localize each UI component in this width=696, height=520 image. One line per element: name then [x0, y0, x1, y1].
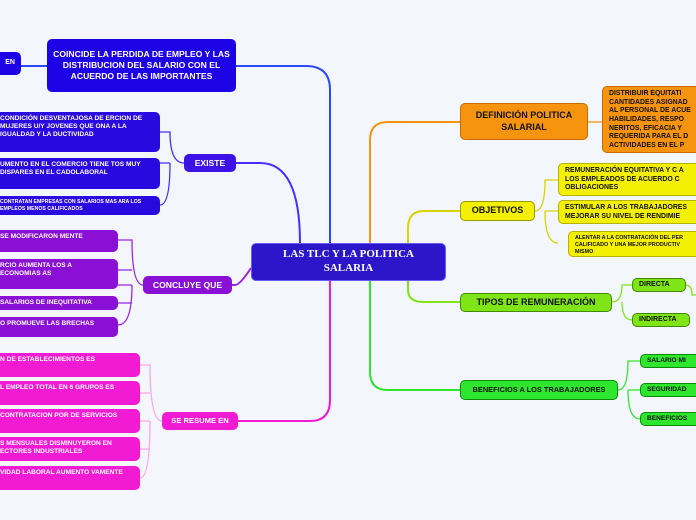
link-beneficios-items	[617, 360, 641, 420]
concluye-item-4[interactable]: O PROMUEVE LAS BRECHAS	[0, 317, 118, 337]
resume-item-1[interactable]: N DE ESTABLECIMIENTOS ES	[0, 353, 140, 377]
concluye-node[interactable]: CONCLUYE QUE	[143, 276, 232, 294]
link-tipos-items	[611, 284, 696, 321]
link-resume-items	[139, 364, 163, 479]
link-center-beneficios	[369, 281, 460, 391]
tipos-node[interactable]: TIPOS DE REMUNERACIÓN	[460, 293, 612, 312]
beneficios-node[interactable]: BENEFICIOS A LOS TRABAJADORES	[460, 380, 618, 400]
link-concluye-items	[117, 239, 144, 326]
concluye-item-1[interactable]: SE MODIFICARON MENTE	[0, 230, 118, 252]
link-center-existe	[236, 162, 301, 244]
beneficio-item-3[interactable]: BENEFICIOS	[640, 412, 696, 426]
link-center-resume	[238, 281, 331, 422]
existe-node[interactable]: EXISTE	[184, 154, 236, 172]
central-topic[interactable]: LAS TLC Y LA POLITICA SALARIA	[251, 243, 446, 281]
definicion-node[interactable]: DEFINICIÓN POLITICA SALARIAL	[460, 103, 588, 140]
resume-item-3[interactable]: CONTRATACION POR DE SERVICIOS	[0, 409, 140, 433]
objetivo-item-3[interactable]: ALENTAR A LA CONTRATACIÓN DEL PER CALIFI…	[568, 231, 696, 257]
existe-item-2[interactable]: UMENTO EN EL COMERCIO TIENE TOS MUY DISP…	[0, 158, 160, 189]
existe-item-1[interactable]: CONDICIÓN DESVENTAJOSA DE ERCION DE MUJE…	[0, 112, 160, 152]
link-existe-items	[159, 131, 185, 206]
beneficio-item-1[interactable]: SALARIO MI	[640, 354, 696, 368]
resume-node[interactable]: SE RESUME EN	[162, 412, 238, 430]
concluye-item-3[interactable]: SALARIOS DE INEQUITATIVA	[0, 296, 118, 310]
tipo-indirecta[interactable]: INDIRECTA	[632, 313, 690, 327]
top-left-main-node[interactable]: COINCIDE LA PERDIDA DE EMPLEO Y LAS DIST…	[47, 39, 236, 92]
beneficio-item-2[interactable]: SEGURIDAD	[640, 383, 696, 397]
existe-item-3[interactable]: CONTRATAN EMPRESAS CON SALARIOS MAS ARA …	[0, 196, 160, 215]
objetivo-item-2[interactable]: ESTIMULAR A LOS TRABAJADORES MEJORAR SU …	[558, 200, 696, 224]
objetivos-node[interactable]: OBJETIVOS	[460, 201, 535, 221]
resume-item-4[interactable]: S MENSUALES DISMINUYERON EN ECTORES INDU…	[0, 437, 140, 461]
link-center-definicion	[369, 121, 460, 243]
link-center-concluye	[232, 267, 252, 286]
top-left-cut-node[interactable]: EN	[0, 52, 21, 75]
resume-item-5[interactable]: VIDAD LABORAL AUMENTO VAMENTE	[0, 466, 140, 490]
link-objetivos-items	[534, 179, 559, 244]
objetivo-item-1[interactable]: REMUNERACIÓN EQUITATIVA Y C A LOS EMPLEA…	[558, 163, 696, 196]
definicion-text-node[interactable]: DISTRIBUIR EQUITATI CANTIDADES ASIGNAD A…	[602, 86, 696, 153]
tipo-directa[interactable]: DIRECTA	[632, 278, 686, 292]
link-center-tipos	[407, 281, 460, 303]
link-center-top	[236, 65, 331, 243]
resume-item-2[interactable]: L EMPLEO TOTAL EN 6 GRUPOS ES	[0, 381, 140, 405]
concluye-item-2[interactable]: RCIO AUMENTA LOS A ECONOMIAS AS	[0, 259, 118, 289]
link-center-objetivos	[407, 210, 460, 243]
